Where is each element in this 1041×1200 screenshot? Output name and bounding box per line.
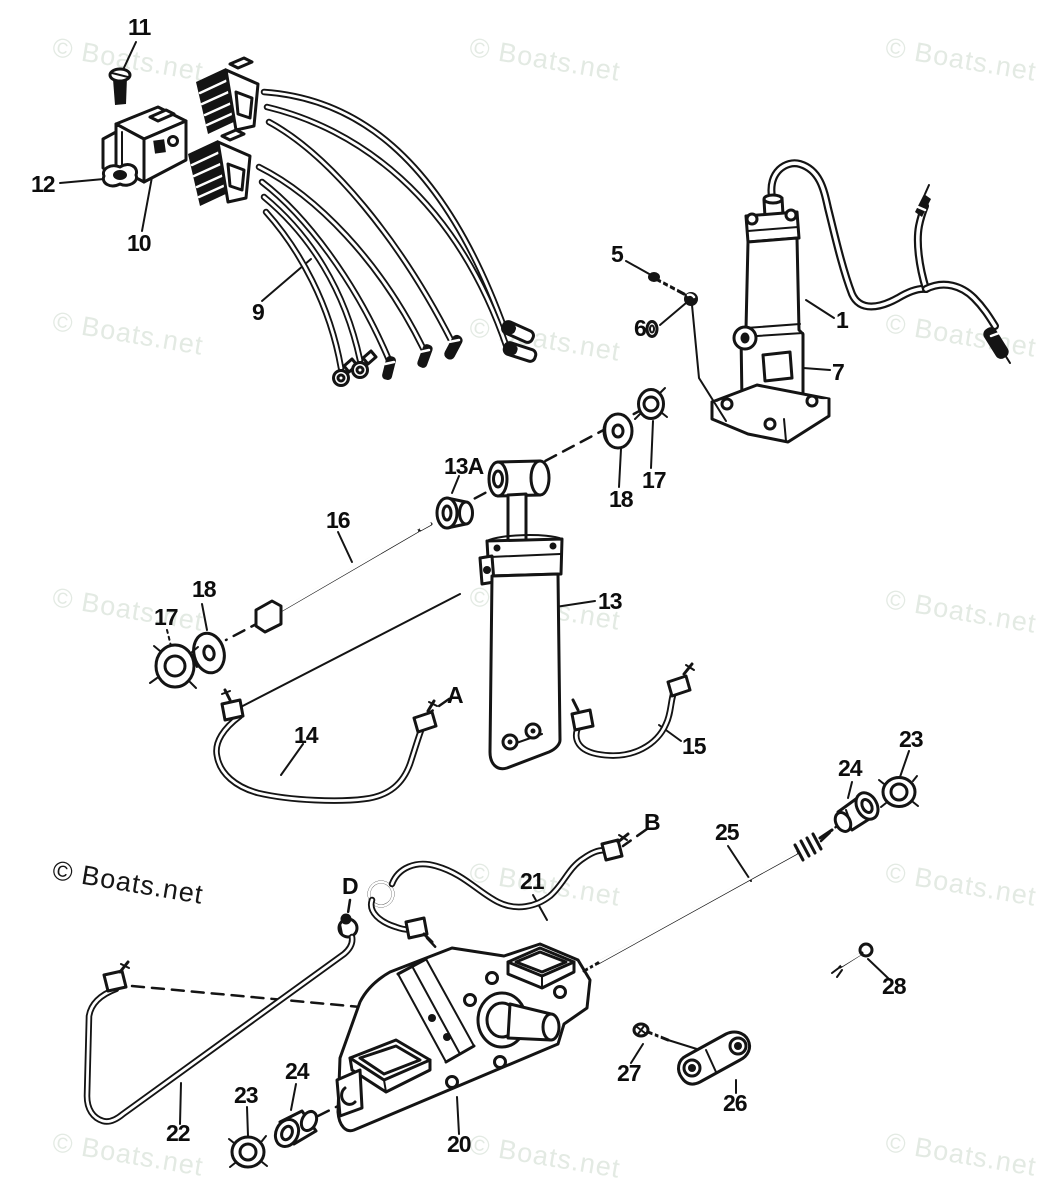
part-callout-16: 16 <box>326 507 351 533</box>
bracket-26 <box>677 1030 752 1086</box>
part-callout-23-right: 23 <box>899 726 924 752</box>
part-callout-9: 9 <box>252 299 265 325</box>
flange-nut-23-right <box>878 775 919 808</box>
part-callout-13: 13 <box>598 588 623 614</box>
part-callout-1: 1 <box>836 307 849 333</box>
manifold-right-socket <box>506 946 576 990</box>
part-callout-D: D <box>342 873 359 899</box>
part-callout-20: 20 <box>447 1131 472 1157</box>
part-callout-17-top: 17 <box>642 467 667 493</box>
part-callout-6: 6 <box>634 315 647 341</box>
trim-hose-22 <box>83 933 356 1125</box>
harness-terminals <box>332 320 538 387</box>
part-callout-25: 25 <box>715 819 740 845</box>
part-callout-10: 10 <box>127 230 152 256</box>
harness-connector-top <box>196 56 260 134</box>
pump-label-plate-7 <box>761 350 794 383</box>
clip-12 <box>101 163 139 188</box>
trim-pump-assembly-1 <box>691 159 1011 444</box>
cotter-pin-28 <box>831 942 874 978</box>
part-callout-B: B <box>644 809 661 835</box>
part-callout-11: 11 <box>128 14 151 40</box>
tilt-rod-25 <box>582 828 834 975</box>
trim-hose-14 <box>213 688 438 804</box>
part-callout-12: 12 <box>31 171 56 197</box>
washer-18-left <box>192 631 226 675</box>
manifold-left-socket <box>348 1038 432 1094</box>
trim-cylinder-13 <box>478 459 564 771</box>
part-callout-28: 28 <box>882 973 907 999</box>
part-callout-22: 22 <box>166 1120 191 1146</box>
harness-wires <box>255 88 511 372</box>
locknut-17-top <box>634 387 668 420</box>
part-callout-18-top: 18 <box>609 486 634 512</box>
part-callout-26: 26 <box>723 1090 748 1116</box>
locknut-17-left <box>149 643 199 689</box>
washer-6 <box>645 292 698 338</box>
screw-11 <box>108 67 132 105</box>
part-callout-5: 5 <box>611 241 624 267</box>
bushing-24-right <box>833 791 880 833</box>
part-callout-24-right: 24 <box>838 755 863 781</box>
trim-hose-21 <box>367 832 630 944</box>
screw-27 <box>632 1022 701 1051</box>
part-callout-17-left: 17 <box>154 604 179 630</box>
part-callout-15: 15 <box>682 733 707 759</box>
pump-base-plate <box>710 383 831 444</box>
flange-nut-23-bottom <box>228 1135 268 1169</box>
part-callout-21: 21 <box>520 868 545 894</box>
pivot-shaft-16 <box>254 522 433 634</box>
bushing-24-bottom <box>273 1109 319 1149</box>
pump-battery-cables <box>767 159 1011 364</box>
manifold-housing-20 <box>335 942 592 1133</box>
bushing-13A <box>435 496 474 530</box>
part-callout-13A: 13A <box>444 453 484 479</box>
harness-connector-bottom <box>188 128 252 206</box>
part-callout-18-left: 18 <box>192 576 217 602</box>
union-bolt-D <box>337 913 359 939</box>
washer-18-top <box>602 412 634 450</box>
part-callout-A: A <box>447 682 464 708</box>
part-callout-14: 14 <box>294 722 319 748</box>
callout-leader-lines <box>59 41 910 1137</box>
trim-hose-15 <box>570 662 695 759</box>
part-callout-24-bottom: 24 <box>285 1058 310 1084</box>
manifold-center-shaft <box>476 991 561 1049</box>
part-callout-23-bottom: 23 <box>234 1082 259 1108</box>
part-callout-7: 7 <box>832 359 845 385</box>
part-callout-27: 27 <box>617 1060 642 1086</box>
wire-harness-9 <box>188 56 538 387</box>
